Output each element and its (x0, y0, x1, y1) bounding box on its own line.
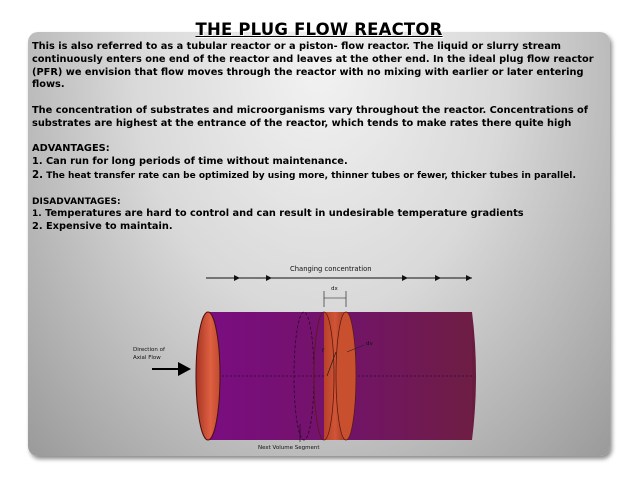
concentration-arrowhead-2 (266, 275, 272, 281)
advantages-heading: ADVANTAGES: (32, 143, 110, 155)
changing-concentration-label: Changing concentration (290, 265, 372, 273)
direction-label-line1: Direction of (133, 347, 166, 353)
concentration-arrowhead-1 (234, 275, 240, 281)
body-text: This is also referred to as a tubular re… (32, 41, 604, 234)
concentration-arrowhead-4 (435, 275, 441, 281)
axial-flow-arrowhead (178, 362, 191, 376)
direction-label-line2: Axial Flow (133, 355, 161, 361)
advantage-item-2-end: . (572, 169, 577, 181)
disadvantage-item-1-number: 1. (32, 209, 42, 220)
volume-segment-back-edge (313, 311, 335, 441)
volume-segment-front-face (335, 311, 357, 441)
tube-right-edge (472, 312, 476, 440)
dv-leader-line (346, 344, 365, 353)
concentration-arrowhead-3 (402, 275, 408, 281)
slide-title: THE PLUG FLOW REACTOR (195, 20, 443, 39)
radius-label: r (322, 347, 325, 354)
concentration-paragraph: The concentration of substrates and micr… (32, 104, 589, 129)
next-volume-segment-label: Next Volume Segment (258, 445, 320, 451)
dv-label: dv (366, 341, 373, 347)
advantage-item-2-text: The heat transfer rate can be optimized … (43, 170, 573, 181)
disadvantage-item-2: 2. Expensive to maintain. (32, 221, 173, 233)
advantage-item-1: 1. Can run for long periods of time with… (32, 156, 348, 168)
advantage-item-2: 2. The heat transfer rate can be optimiz… (32, 169, 604, 183)
advantage-item-2-number: 2. (32, 168, 44, 181)
concentration-arrowhead-5 (466, 275, 472, 281)
tube-entrance-cap (195, 311, 221, 441)
dx-label: dx (331, 286, 338, 292)
disadvantages-heading: DISADVANTAGES: (32, 196, 121, 207)
disadvantage-item-1-text: Temperatures are hard to control and can… (41, 208, 524, 220)
radius-line (326, 351, 337, 377)
intro-paragraph: This is also referred to as a tubular re… (32, 41, 594, 91)
disadvantage-item-1: 1. Temperatures are hard to control and … (32, 208, 604, 221)
